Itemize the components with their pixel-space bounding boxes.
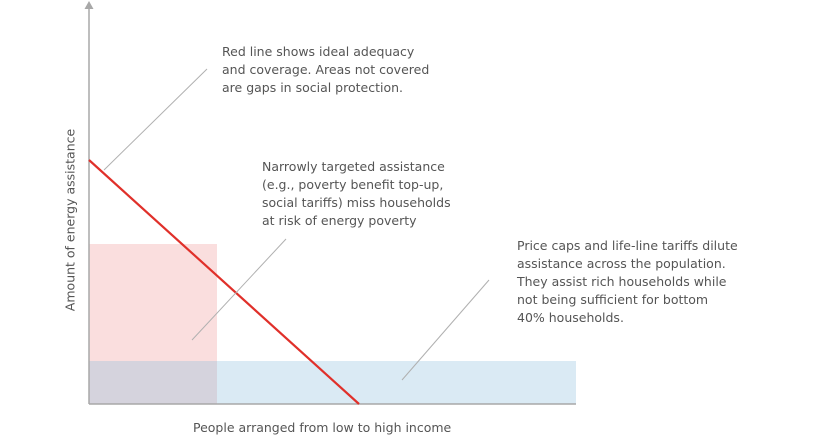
y-axis-label: Amount of energy assistance bbox=[62, 128, 78, 312]
price-caps-annotation: Price caps and life-line tariffs dilute … bbox=[517, 238, 738, 325]
overlap-area bbox=[89, 361, 217, 404]
leader-line-targeted-note bbox=[191, 238, 287, 341]
red-line-annotation: Red line shows ideal adequacy and covera… bbox=[222, 44, 430, 95]
y-axis-arrow-icon bbox=[84, 1, 94, 9]
x-axis-label: People arranged from low to high income bbox=[193, 420, 452, 435]
universal-assistance-area bbox=[217, 361, 576, 404]
ideal-adequacy-line bbox=[88, 159, 360, 405]
targeted-assistance-annotation: Narrowly targeted assistance (e.g., pove… bbox=[262, 159, 451, 228]
leader-line-price-caps-note bbox=[401, 279, 490, 381]
leader-line-red-note bbox=[103, 68, 208, 171]
